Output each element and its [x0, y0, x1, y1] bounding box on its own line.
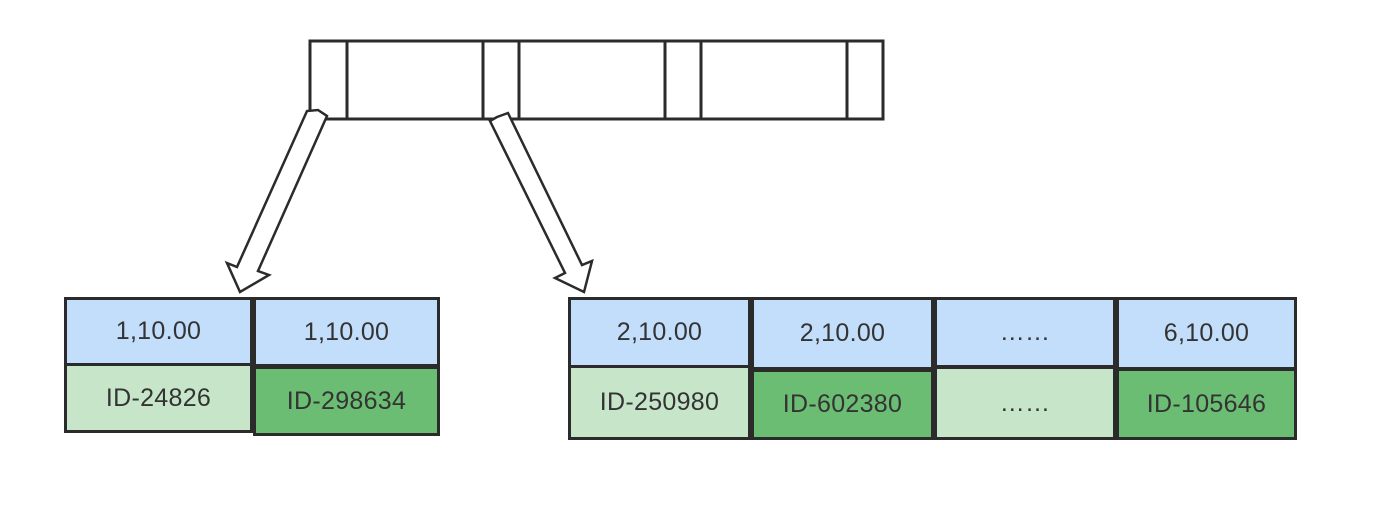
- root-node: [308, 39, 885, 121]
- leaf-key-cell: ……: [934, 297, 1116, 368]
- leaf-key-cell: 6,10.00: [1116, 297, 1297, 370]
- leaf-row-id-cell: ……: [934, 366, 1116, 440]
- leaf-row-id-cell: ID-602380: [751, 369, 934, 440]
- leaf-row-id-cell: ID-105646: [1116, 368, 1297, 440]
- leaf-row-id-cell: ID-24826: [64, 363, 253, 433]
- leaf-key-cell: 1,10.00: [64, 297, 253, 366]
- leaf-key-cell: 1,10.00: [253, 297, 440, 367]
- root-node-frame: [308, 39, 885, 121]
- leaf-row-id-cell: ID-298634: [253, 366, 440, 436]
- leaf-key-cell: 2,10.00: [568, 297, 751, 368]
- arrow-shape: [224, 108, 329, 294]
- arrow-shape: [488, 111, 594, 294]
- pointer-arrow-right: [488, 111, 594, 294]
- leaf-key-cell: 2,10.00: [751, 297, 934, 370]
- leaf-row-id-cell: ID-250980: [568, 365, 751, 440]
- pointer-arrow-left: [224, 108, 329, 294]
